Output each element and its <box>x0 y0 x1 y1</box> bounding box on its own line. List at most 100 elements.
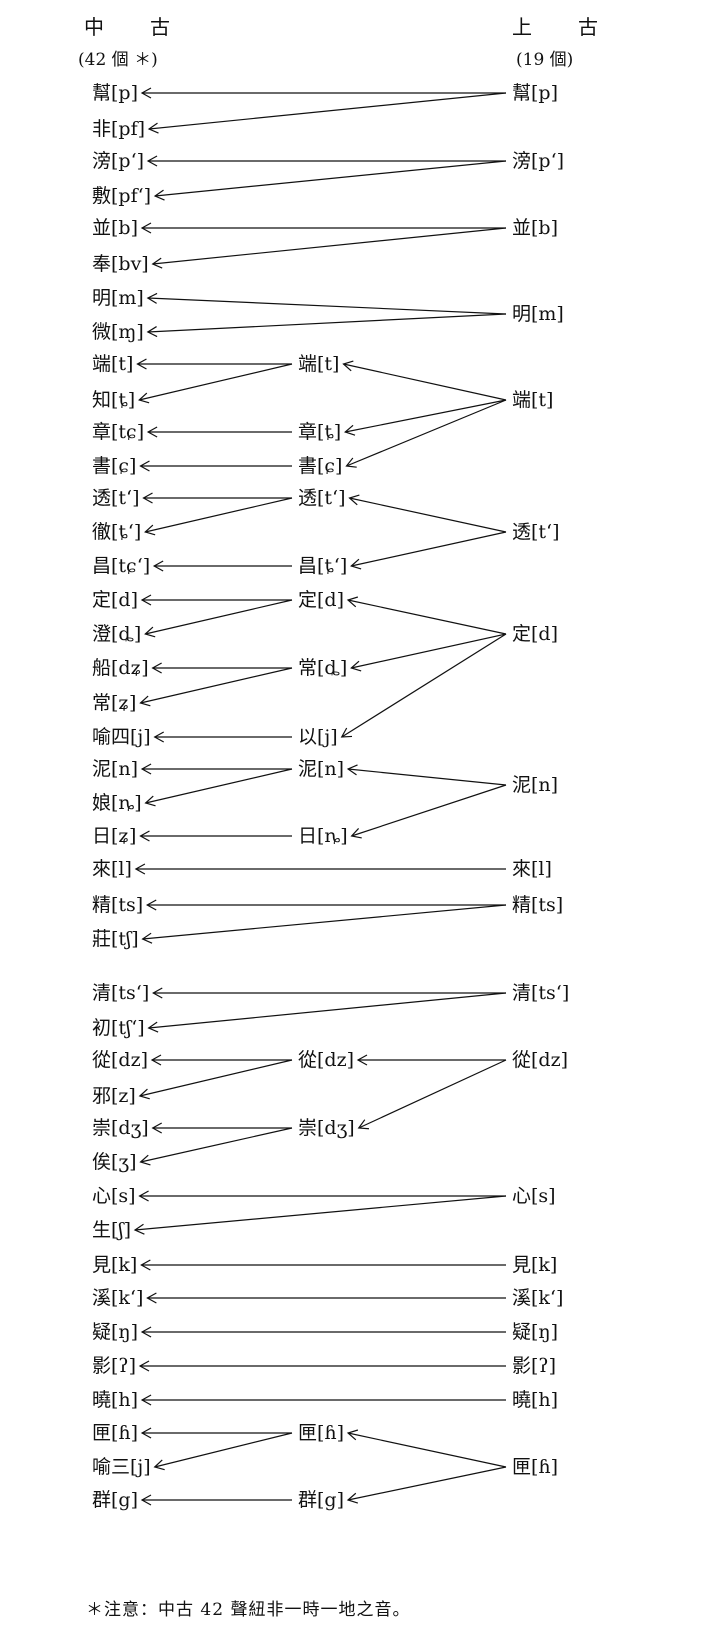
middle-initial-jing: 精[ts] <box>92 894 144 916</box>
edge-duan-to-zhi-arrowhead <box>138 392 150 404</box>
edge-cong-to-chong-arrowhead <box>357 1119 370 1130</box>
edge-pang-to-fu <box>155 160 507 197</box>
edge-tou-to-chang-arrowhead <box>350 558 362 570</box>
edge-duan-to-duan <box>343 363 507 401</box>
middle-initial-feng: 奉[bv] <box>92 253 149 275</box>
middle-initial-chang: 昌[tɕʻ] <box>92 555 151 577</box>
edge-ni-to-ri <box>351 784 507 837</box>
edge-qing-to-chu-arrowhead <box>147 1021 159 1033</box>
edge-xia-to-xia-arrowhead <box>140 1427 152 1439</box>
edge-chang2-to-chang2-arrowhead <box>139 695 151 707</box>
edge-bang-to-fei-arrowhead <box>147 122 159 134</box>
old-initial-cong: 從[dz] <box>512 1049 568 1071</box>
middle-initial-si: 俟[ʒ] <box>92 1151 137 1173</box>
old-initial-ying: 影[ʔ] <box>512 1355 557 1377</box>
middle-initial-cheng: 澄[ȡ] <box>92 623 142 645</box>
edge-ding-to-ding-arrowhead <box>346 596 359 608</box>
middle-initial-bang: 幫[p] <box>92 82 138 104</box>
edge-cong-to-cong-arrowhead <box>356 1054 368 1066</box>
edge-tou-to-chang <box>351 531 507 567</box>
edge-ni-to-ni <box>348 768 507 786</box>
inter-initial-xia: 匣[ɦ] <box>298 1422 345 1444</box>
middle-initial-pang: 滂[pʻ] <box>92 150 145 172</box>
old-initial-pang: 滂[pʻ] <box>512 150 565 172</box>
edge-pang-to-pang-arrowhead <box>146 155 158 167</box>
inter-initial-chang2: 常[ȡ] <box>298 657 348 679</box>
edge-tou-to-tou-arrowhead <box>348 494 360 506</box>
edge-duan-to-duan-arrowhead <box>342 360 354 372</box>
edge-zhang-to-zhang-arrowhead <box>146 426 158 438</box>
middle-initial-zhang: 章[tɕ] <box>92 421 145 443</box>
edge-chang2-to-chuan-arrowhead <box>151 662 162 674</box>
middle-initial-ying: 影[ʔ] <box>92 1355 137 1377</box>
inter-initial-ri: 日[ȵ] <box>298 825 348 847</box>
edge-xin-to-sheng-arrowhead <box>133 1223 145 1235</box>
edge-cong-to-cong-arrowhead <box>150 1054 162 1066</box>
edge-ding-to-ding-arrowhead <box>140 594 152 606</box>
edge-chong-to-si <box>140 1127 293 1163</box>
edge-bing-to-bing-arrowhead <box>140 222 152 234</box>
edge-ding-to-ding <box>347 599 507 635</box>
right-column-title: 上 古 <box>512 15 600 39</box>
edge-ding-to-chang2 <box>351 633 507 669</box>
edge-qun-to-qun-arrowhead <box>140 1494 152 1506</box>
edge-xia-to-qun-arrowhead <box>346 1492 359 1504</box>
edge-duan-to-zhi <box>139 363 293 401</box>
edge-lai-to-lai-arrowhead <box>134 863 146 875</box>
edge-tou-to-tou-arrowhead <box>142 492 153 504</box>
edge-chong-to-chong-arrowhead <box>151 1122 163 1134</box>
edge-yi-to-yi-arrowhead <box>140 1326 152 1338</box>
edge-ni-to-ni-arrowhead <box>140 763 152 775</box>
edge-xiao-to-xiao-arrowhead <box>140 1394 152 1406</box>
edge-ying-to-ying-arrowhead <box>138 1360 150 1372</box>
inter-initial-tou: 透[tʻ] <box>298 487 346 509</box>
middle-initial-yu4: 喻四[j] <box>92 726 151 748</box>
middle-initial-yu3: 喻三[j] <box>92 1456 151 1478</box>
inter-initial-qun: 群[g] <box>298 1489 344 1511</box>
edge-tou-to-che <box>145 497 293 533</box>
edge-yi-to-yu4-arrowhead <box>153 731 165 743</box>
edge-ding-to-cheng <box>145 599 293 635</box>
edge-chong-to-si-arrowhead <box>139 1154 151 1166</box>
middle-initial-yi: 疑[ŋ] <box>92 1321 139 1343</box>
old-initial-xin: 心[s] <box>512 1185 556 1207</box>
middle-initial-lai: 來[l] <box>92 858 132 880</box>
middle-initial-chang2: 常[ʑ] <box>92 692 137 714</box>
middle-initial-chong: 崇[dʒ] <box>92 1117 149 1139</box>
middle-initial-duan: 端[t] <box>92 353 134 375</box>
old-initial-xiao: 曉[h] <box>512 1389 559 1411</box>
edge-ri-to-ri-arrowhead <box>139 830 150 842</box>
footnote: ＊注意：中古 42 聲紐非一時一地之音。 <box>86 1600 411 1620</box>
old-initial-ding: 定[d] <box>512 623 558 645</box>
inter-initial-zhang: 章[ȶ] <box>298 421 342 443</box>
middle-initial-ni: 泥[n] <box>92 758 139 780</box>
edge-duan-to-shu-arrowhead <box>345 457 357 468</box>
edge-xin-to-sheng <box>134 1195 507 1231</box>
old-initial-jian: 見[k] <box>512 1254 558 1276</box>
middle-initial-sheng: 生[ʃ] <box>92 1219 131 1241</box>
edge-ming-to-ming-arrowhead <box>146 292 158 304</box>
edge-tou-to-tou <box>349 497 507 533</box>
edge-jian-to-jian-arrowhead <box>140 1259 151 1271</box>
middle-initial-che: 徹[ȶʻ] <box>92 521 142 543</box>
middle-initial-ri: 日[ʑ] <box>92 825 137 847</box>
old-initial-jing: 精[ts] <box>512 894 564 916</box>
edge-cong-to-xie <box>139 1059 293 1097</box>
edge-ni-to-ni-arrowhead <box>346 764 358 776</box>
edge-bang-to-fei <box>148 92 507 130</box>
middle-initial-zhuang: 莊[tʃ] <box>92 928 139 950</box>
edge-cong-to-chong <box>358 1059 507 1129</box>
edge-duan-to-duan-arrowhead <box>136 358 147 370</box>
edge-qing-to-qing-arrowhead <box>152 987 163 999</box>
middle-initial-shu: 書[ɕ] <box>92 455 137 477</box>
middle-initial-fei: 非[pf] <box>92 118 146 140</box>
edge-xia-to-xia <box>347 1432 507 1468</box>
middle-initial-bing: 並[b] <box>92 217 138 239</box>
middle-initial-jian: 見[k] <box>92 1254 138 1276</box>
middle-initial-ding: 定[d] <box>92 589 138 611</box>
middle-initial-xin: 心[s] <box>92 1185 136 1207</box>
edge-xia-to-qun <box>347 1466 507 1501</box>
edge-xia-to-yu3 <box>154 1432 293 1468</box>
left-column-subtitle: (42 個 ＊) <box>78 50 158 70</box>
